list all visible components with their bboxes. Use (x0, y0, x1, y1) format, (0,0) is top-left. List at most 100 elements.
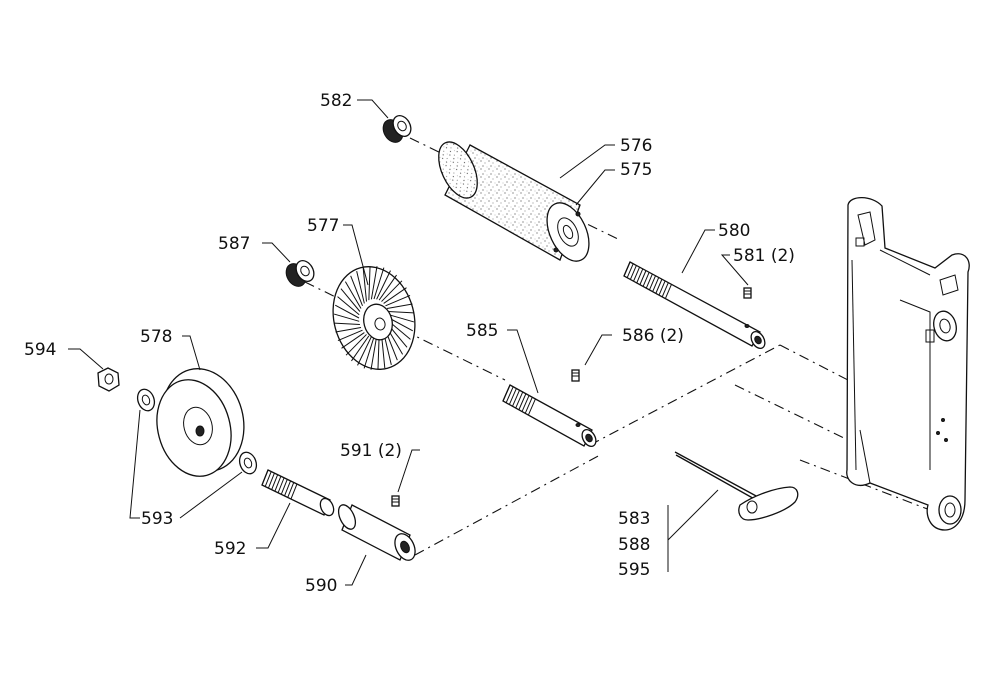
thread-line (264, 471, 272, 487)
label-595: 595 (618, 560, 650, 580)
thread-line (521, 394, 530, 412)
thread-line (502, 384, 511, 402)
flap-line (335, 327, 362, 333)
flap-line (350, 275, 363, 306)
thread-line (274, 476, 282, 492)
thread-line (623, 261, 631, 277)
shaft-592-thread (261, 469, 298, 500)
part-583-hex-key (674, 451, 799, 521)
thread-line (658, 280, 666, 295)
thread-line (661, 282, 669, 297)
label-592: 592 (214, 539, 246, 559)
thread-line (280, 479, 288, 495)
thread-line (645, 273, 653, 289)
label-578: 578 (140, 327, 172, 347)
housing-frame (846, 196, 970, 531)
thread-line (636, 268, 644, 283)
label-576: 576 (620, 136, 652, 156)
flap-line (388, 314, 415, 323)
label-583: 583 (618, 509, 650, 529)
thread-line (290, 484, 298, 500)
part-labels: 582 576 575 580 581 (2) 577 587 585 586 … (24, 91, 795, 596)
flap-line (344, 281, 362, 309)
flap-line (388, 311, 414, 314)
part-585-shaft (502, 369, 597, 448)
part-580-shaft (623, 261, 766, 350)
part-587-bearing (285, 260, 315, 287)
flap-line (340, 288, 361, 312)
flap-line (377, 335, 380, 370)
part-576-sanding-drum (438, 141, 590, 262)
flap-line (368, 266, 371, 301)
thread-line (639, 270, 647, 285)
label-594: 594 (24, 340, 56, 360)
label-593: 593 (141, 509, 173, 529)
thread-line (287, 482, 295, 498)
flap-line (357, 336, 372, 366)
label-577: 577 (307, 216, 339, 236)
label-588: 588 (618, 535, 650, 555)
label-586: 586 (2) (622, 326, 684, 346)
label-591: 591 (2) (340, 441, 402, 461)
thread-line (271, 474, 279, 490)
label-582: 582 (320, 91, 352, 111)
part-594-nut (97, 367, 120, 392)
flap-line (337, 329, 363, 341)
thread-line (261, 469, 269, 486)
flap-line (333, 313, 360, 322)
thread-line (528, 398, 537, 415)
label-575: 575 (620, 160, 652, 180)
thread-line (267, 473, 275, 489)
thread-line (633, 266, 641, 282)
part-577-flap-wheel (332, 266, 416, 370)
thread-line (518, 393, 527, 410)
thread-line (649, 275, 657, 290)
thread-line (652, 277, 660, 292)
thread-line (505, 386, 514, 403)
flap-line (378, 274, 397, 301)
thread-line (524, 396, 533, 414)
flap-line (351, 335, 370, 362)
thread-line (655, 278, 663, 294)
label-585: 585 (466, 321, 498, 341)
thread-line (508, 388, 517, 405)
shaft-580-thread (623, 261, 673, 299)
label-581: 581 (2) (733, 246, 795, 266)
flap-line (373, 267, 385, 300)
flap-line (386, 303, 413, 309)
thread-line (642, 272, 650, 287)
flap-wheel-flaps (333, 266, 415, 370)
flap-line (381, 280, 403, 302)
thread-line (626, 263, 634, 278)
part-578-pulley-wheel (156, 368, 245, 477)
flap-line (337, 296, 360, 316)
label-587: 587 (218, 234, 250, 254)
flap-line (334, 322, 360, 325)
thread-line (515, 391, 524, 409)
flap-line (385, 295, 411, 307)
thread-line (283, 481, 291, 497)
flap-line (363, 336, 375, 369)
flap-line (362, 267, 367, 302)
label-580: 580 (718, 221, 750, 241)
flap-line (341, 332, 365, 349)
thread-line (277, 477, 285, 494)
flap-line (370, 336, 378, 370)
flap-line (356, 271, 365, 304)
thread-line (665, 283, 673, 299)
flap-line (335, 304, 360, 319)
leader-lines (68, 99, 749, 586)
flap-line (370, 266, 378, 300)
part-582-bearing (382, 115, 412, 143)
label-590: 590 (305, 576, 337, 596)
part-593-washers (136, 388, 258, 475)
part-592-threaded-shaft (261, 469, 335, 517)
thread-line (512, 389, 521, 407)
flap-line (376, 270, 391, 300)
flap-line (388, 317, 413, 332)
shaft-585-thread (502, 384, 537, 415)
flap-line (345, 334, 367, 356)
thread-line (629, 265, 637, 280)
